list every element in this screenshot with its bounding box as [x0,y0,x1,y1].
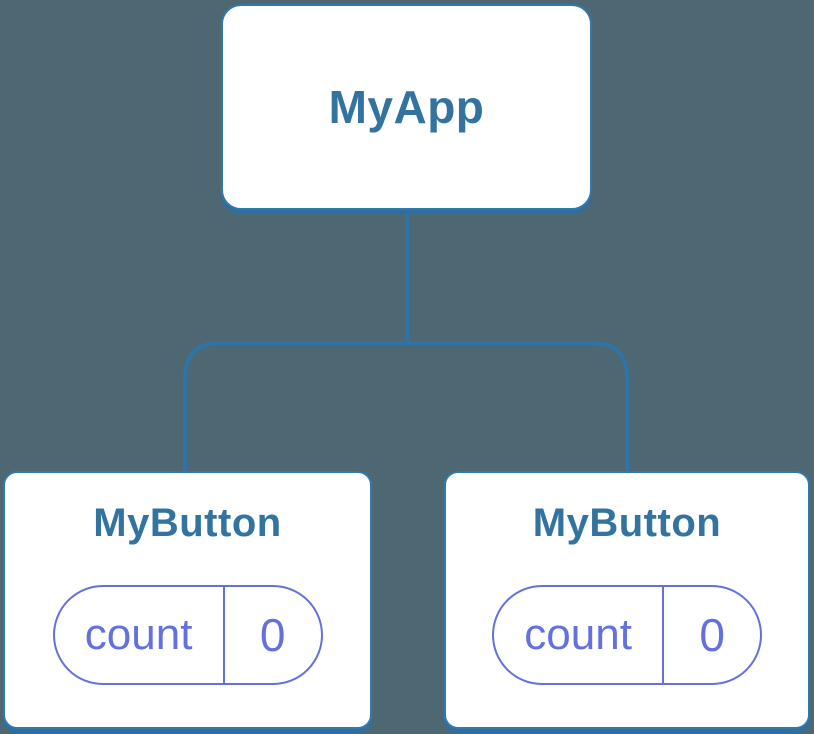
state-value-2: 0 [699,609,725,661]
state-name-1: count [55,587,225,683]
node-mybutton-2: MyButton count 0 [444,471,810,729]
state-pill-1: count 0 [52,585,323,685]
node-myapp: MyApp [221,4,592,210]
state-pill-2: count 0 [492,585,762,685]
children-connector-bracket [183,341,629,471]
node-mybutton-2-label: MyButton [532,501,722,545]
state-value-1: 0 [259,609,286,661]
node-mybutton-1: MyButton count 0 [3,471,372,729]
node-mybutton-1-label: MyButton [93,501,282,545]
state-name-2: count [494,587,665,683]
node-myapp-label: MyApp [328,81,485,133]
